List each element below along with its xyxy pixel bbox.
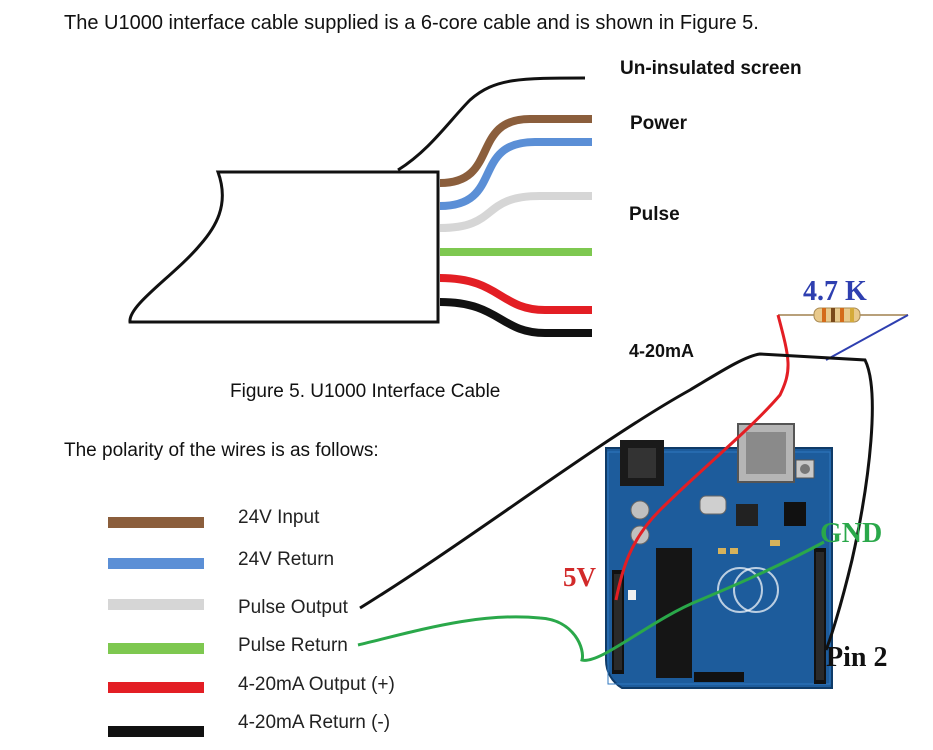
pulse-return-lead	[357, 540, 825, 662]
red-wire	[439, 274, 592, 314]
brown-wire	[439, 115, 592, 187]
pulse-output-lead	[359, 352, 874, 651]
legend-swatch-black	[108, 726, 204, 737]
grey-wire	[439, 192, 592, 232]
intro-text: The U1000 interface cable supplied is a …	[64, 12, 759, 34]
legend-swatch-red	[108, 682, 204, 693]
blue-wire	[439, 138, 592, 210]
polarity-intro: The polarity of the wires is as follows:	[64, 440, 379, 461]
legend-swatch-grey	[108, 599, 204, 610]
legend-swatch-green	[108, 643, 204, 654]
legend-swatch-brown	[108, 517, 204, 528]
resistor-label: 4.7 K	[803, 276, 867, 307]
cable-label-screen: Un-insulated screen	[620, 58, 802, 79]
resistor	[778, 307, 908, 323]
five-volt-lead	[614, 314, 790, 601]
pin-2-label: Pin 2	[826, 642, 888, 673]
cable-label-power: Power	[630, 113, 688, 134]
ground-label: GND	[820, 518, 883, 549]
black-wire	[439, 298, 592, 337]
legend-label: 24V Return	[238, 549, 335, 570]
cable-sheath	[128, 170, 440, 324]
legend-label: 24V Input	[238, 507, 320, 528]
legend-swatch-blue	[108, 558, 204, 569]
legend-label: Pulse Return	[238, 635, 348, 656]
legend-label: Pulse Output	[238, 597, 348, 618]
resistor-blue-lead	[825, 314, 909, 361]
legend-label: 4-20mA Output (+)	[238, 674, 395, 695]
cable-label-4-20ma: 4-20mA	[629, 341, 695, 361]
figure-caption: Figure 5. U1000 Interface Cable	[230, 381, 501, 402]
screen-wire	[397, 76, 586, 172]
five-volt-label: 5V	[563, 562, 596, 592]
cable-label-pulse: Pulse	[629, 204, 680, 225]
legend-label: 4-20mA Return (-)	[238, 712, 391, 733]
